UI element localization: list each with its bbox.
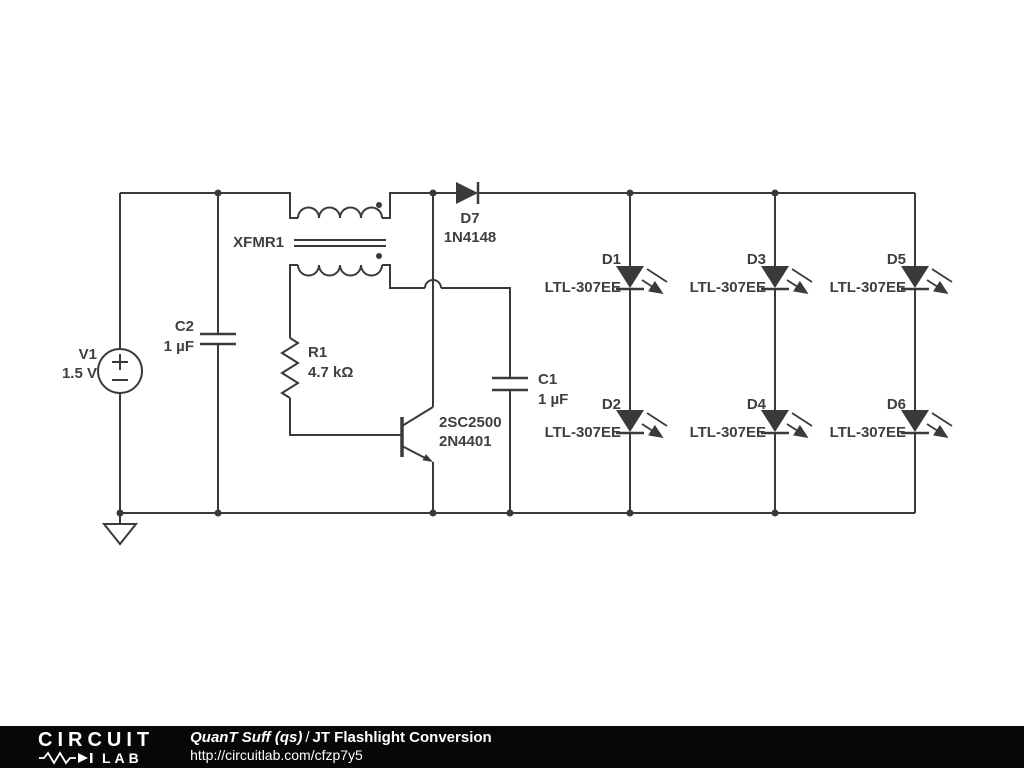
d6-value-label: LTL-307EE [830,424,906,441]
c2-value-label: 1 µF [164,338,194,355]
capacitor-c2: C2 1 µF [164,318,236,355]
schematic-caption: QuanT Suff (qs)/JT Flashlight Conversion [190,729,492,747]
d2-value-label: LTL-307EE [545,424,621,441]
d5-name-label: D5 [887,251,906,268]
wire [382,192,456,219]
d2-name-label: D2 [602,396,621,413]
wire [289,264,298,338]
xfmr1-name-label: XFMR1 [233,234,284,251]
wire [382,264,425,289]
junction-dot [429,189,437,197]
wire [441,287,511,378]
led-emission-arrows [926,412,952,437]
author-name: QuanT Suff (qs) [190,729,303,747]
resistor-r1: R1 4.7 kΩ [280,337,353,399]
wires [119,192,916,514]
emitter-lead [401,445,428,460]
wire [289,398,402,436]
d3-name-label: D3 [747,251,766,268]
q1-part2-label: 2N4401 [439,433,492,450]
diode-d7: D7 1N4148 [444,182,497,246]
junction-dot [771,509,779,517]
c1-value-label: 1 µF [538,391,568,408]
led-d3: D3 LTL-307EE [690,251,812,296]
phase-dot [376,202,382,208]
r1-value-label: 4.7 kΩ [308,364,353,381]
resistor-zigzag-icon [39,750,93,765]
junction-dot [506,509,514,517]
d5-value-label: LTL-307EE [830,279,906,296]
phase-dot [376,253,382,259]
led-d4: D4 LTL-307EE [690,396,812,441]
circuitlab-logo[interactable]: CIRCUIT LAB [38,730,154,765]
q1-part1-label: 2SC2500 [439,414,502,431]
junction-dot [429,509,437,517]
led-emission-arrows [641,412,667,437]
emitter-arrow [422,454,433,462]
led-emission-arrows [786,412,812,437]
led-emission-arrows [641,268,667,293]
d3-value-label: LTL-307EE [690,279,766,296]
junction-dots [116,189,779,517]
footer-bar: CIRCUIT LAB QuanT Suff (qs)/JT Flashligh… [0,726,1024,768]
d1-value-label: LTL-307EE [545,279,621,296]
junction-dot [116,509,124,517]
collector-lead [401,406,434,427]
voltage-source-v1: V1 1.5 V [62,346,143,394]
d1-name-label: D1 [602,251,621,268]
d7-value-label: 1N4148 [444,229,497,246]
junction-dot [214,509,222,517]
circuit-url-link[interactable]: http://circuitlab.com/cfzp7y5 [190,747,363,764]
d7-name-label: D7 [460,210,479,227]
v1-value-label: 1.5 V [62,365,97,382]
secondary-winding [297,264,383,277]
transformer-core [294,239,386,247]
junction-dot [214,189,222,197]
primary-winding [297,206,383,219]
led-d2: D2 LTL-307EE [545,396,667,441]
led-d1: D1 LTL-307EE [545,251,667,296]
ground-symbol [101,513,139,546]
circuitlab-logo-bottom: LAB [102,749,143,766]
d6-name-label: D6 [887,396,906,413]
capacitor-c1: C1 1 µF [492,371,568,408]
wire [120,192,298,219]
d4-name-label: D4 [747,396,767,413]
junction-dot [771,189,779,197]
transformer-xfmr1: XFMR1 [233,202,386,277]
led-d6: D6 LTL-307EE [830,396,952,441]
junction-dot [626,509,634,517]
led-emission-arrows [786,268,812,293]
plus-minus-icon [112,354,128,381]
schematic-canvas[interactable]: V1 1.5 V C2 1 µF XFMR1 R1 4.7 kΩ 2SC2500… [0,0,1024,726]
d4-value-label: LTL-307EE [690,424,766,441]
circuitlab-logo-top: CIRCUIT [38,728,155,751]
c1-name-label: C1 [538,371,557,388]
junction-dot [626,189,634,197]
transistor-q1: 2SC2500 2N4401 [400,406,502,462]
v1-name-label: V1 [79,346,97,363]
r1-name-label: R1 [308,344,327,361]
caption-divider: / [305,729,310,747]
led-emission-arrows [926,268,952,293]
c2-name-label: C2 [175,318,194,335]
circuit-title: JT Flashlight Conversion [312,729,492,747]
led-d5: D5 LTL-307EE [830,251,952,296]
